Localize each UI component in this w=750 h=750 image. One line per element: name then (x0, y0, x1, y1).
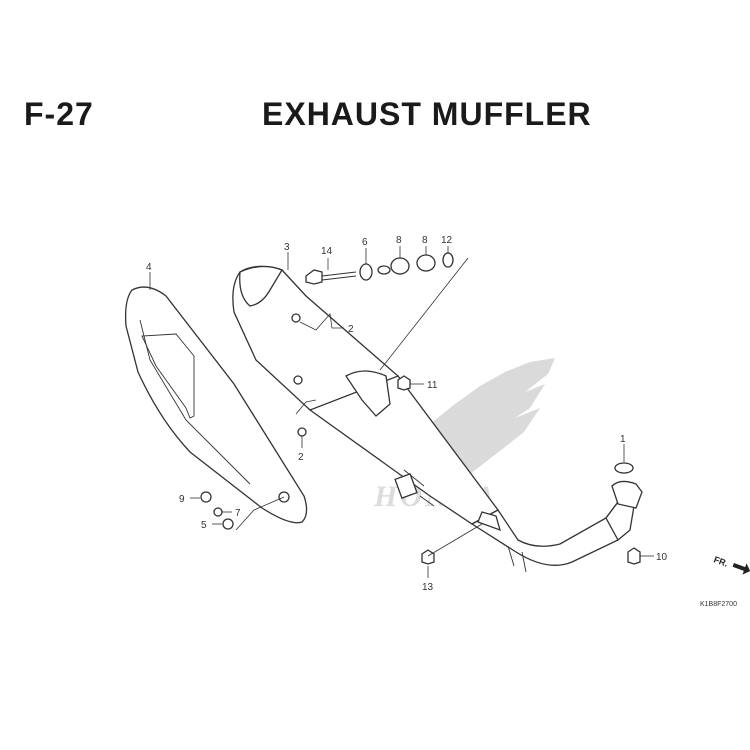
callout-11: 11 (427, 380, 438, 391)
muffler-protector (124, 286, 308, 524)
muffler-body (232, 265, 637, 573)
washer-12 (442, 252, 454, 268)
gasket (614, 462, 634, 474)
callout-1: 1 (620, 434, 626, 445)
callout-4: 4 (146, 262, 152, 273)
callout-9: 9 (179, 494, 185, 505)
callout-5: 5 (201, 520, 207, 531)
figure-code: K1B8F2700 (700, 601, 737, 608)
rubber-8b (416, 254, 436, 272)
front-direction-arrow: FR. (712, 554, 750, 575)
rubber-8a (390, 257, 410, 275)
callout-10: 10 (656, 552, 668, 563)
callout-3: 3 (284, 242, 290, 253)
section-code: F-27 (24, 96, 94, 132)
callout-14: 14 (321, 246, 333, 257)
mounting-hardware (305, 252, 454, 285)
leader-lines (149, 246, 654, 578)
svg-text:FR.: FR. (712, 554, 729, 568)
exhaust-flange (611, 462, 643, 509)
bolt-13 (421, 549, 435, 565)
callout-7: 7 (235, 508, 241, 519)
callout-8b: 8 (422, 235, 428, 246)
bolt-14-head (305, 269, 323, 285)
callout-13: 13 (422, 582, 434, 593)
bolt-11 (397, 375, 411, 391)
callout-12: 12 (441, 235, 453, 246)
section-title: EXHAUST MUFFLER (262, 96, 592, 132)
callout-6: 6 (362, 237, 368, 248)
plug-10 (627, 547, 641, 565)
callout-8a: 8 (396, 235, 402, 246)
callout-2a: 2 (348, 324, 354, 335)
collar-6 (359, 263, 373, 281)
callout-2b: 2 (298, 452, 304, 463)
